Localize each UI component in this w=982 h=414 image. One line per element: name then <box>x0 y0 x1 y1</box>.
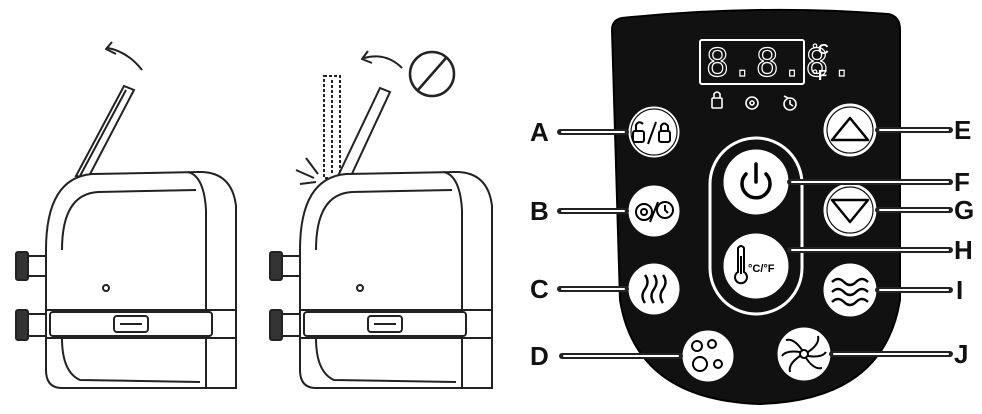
led-display <box>699 39 805 85</box>
rotation-arrow <box>107 47 143 71</box>
display-digits: 8.8.8. <box>706 41 855 85</box>
lid-open <box>74 84 136 180</box>
power-icon <box>740 162 772 200</box>
jet-swirl-icon <box>781 335 827 373</box>
temp-unit-label: °C/°F <box>748 263 775 275</box>
pump-body <box>45 170 237 389</box>
timer-button[interactable] <box>625 182 683 240</box>
up-button[interactable] <box>820 100 880 160</box>
lower-connector <box>27 313 47 337</box>
filter-waves-icon <box>831 277 869 307</box>
callout-leaders-inner <box>561 129 949 357</box>
triangle-up-icon <box>830 116 870 142</box>
heat-button[interactable] <box>625 260 683 318</box>
center-capsule <box>708 136 804 316</box>
impact-marks <box>295 157 319 185</box>
timer-status-icon <box>745 96 759 110</box>
lower-connector <box>281 313 301 337</box>
power-button[interactable] <box>720 146 792 218</box>
jet-button[interactable] <box>774 324 834 384</box>
timer-icon <box>635 201 674 223</box>
prohibited-icon <box>408 50 456 98</box>
pump-illustration-prohibited <box>269 50 493 389</box>
lock-button[interactable] <box>625 103 683 161</box>
down-button[interactable] <box>820 180 880 240</box>
screw <box>356 284 364 292</box>
lid-open <box>336 86 392 180</box>
bubble-button[interactable] <box>679 327 737 385</box>
upper-connector <box>27 255 47 277</box>
rotation-arrowhead <box>361 50 373 64</box>
callout-g: G <box>954 195 974 225</box>
callout-e: E <box>954 115 971 145</box>
callout-c: C <box>530 274 549 304</box>
triangle-down-icon <box>830 198 870 224</box>
callout-i: I <box>956 275 963 305</box>
control-panel: 8.8.8. °C °F <box>610 8 901 406</box>
rotation-arrow <box>363 55 403 69</box>
callout-j: J <box>954 339 968 369</box>
pump-body <box>299 170 493 389</box>
lock-unlock-icon <box>632 121 671 145</box>
clock-status-icon <box>783 95 797 111</box>
heat-waves-icon <box>641 274 667 304</box>
rotation-arrowhead <box>105 41 117 55</box>
callout-d: D <box>530 341 549 371</box>
callout-f: F <box>954 167 970 197</box>
upper-connector <box>281 255 301 277</box>
temp-unit-button[interactable]: °C/°F <box>720 230 792 302</box>
lock-status-icon <box>711 91 723 109</box>
unit-celsius-label: °C <box>812 41 829 58</box>
filter-button[interactable] <box>820 260 880 320</box>
bubbles-icon <box>691 339 723 372</box>
callout-h: H <box>954 235 973 265</box>
thermometer-icon <box>734 245 748 285</box>
pump-illustration-correct <box>15 41 237 389</box>
unit-fahrenheit-label: °F <box>812 67 827 84</box>
callout-a: A <box>530 117 549 147</box>
screw <box>102 284 110 292</box>
callout-b: B <box>530 196 549 226</box>
